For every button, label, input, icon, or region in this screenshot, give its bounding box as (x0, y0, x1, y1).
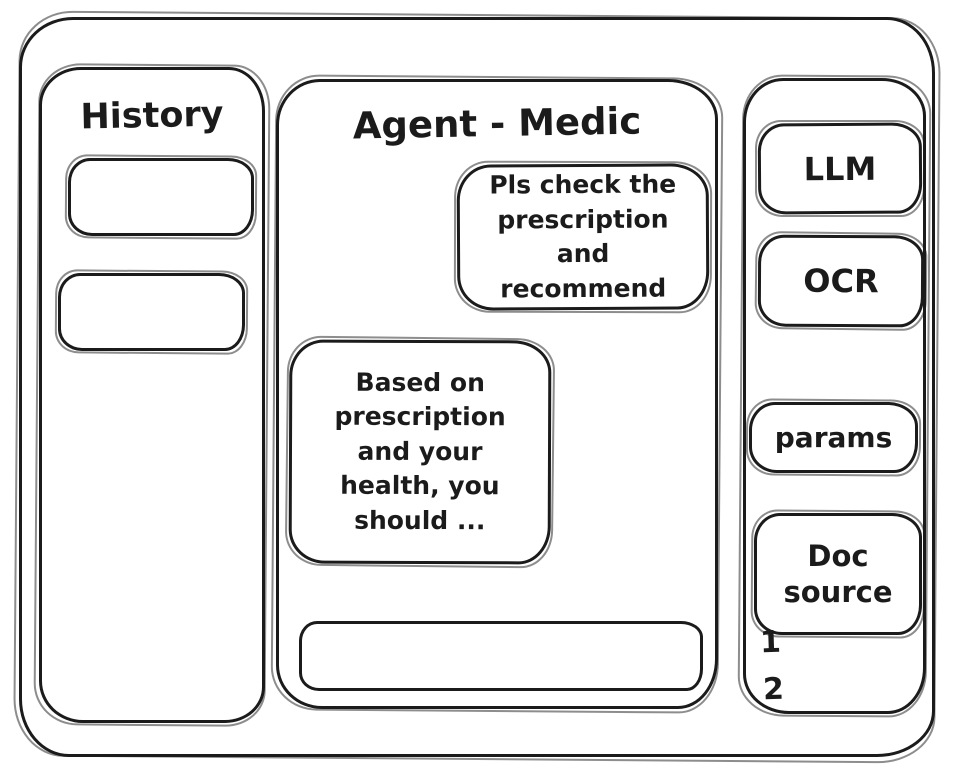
tools-sidebar: LLM OCR params Doc source 1 2 (743, 78, 926, 714)
doc-source-item-2[interactable]: 2 (762, 671, 785, 708)
doc-source-button[interactable]: Doc source (754, 513, 922, 635)
user-message-text: Pls check the prescription and recommend (489, 169, 677, 303)
doc-source-item-1[interactable]: 1 (759, 624, 782, 661)
chat-panel: Agent - Medic Pls check the prescription… (276, 79, 718, 709)
app-window-frame: History Agent - Medic Pls check the pres… (19, 17, 935, 757)
history-sidebar: History (39, 67, 265, 723)
assistant-message-text: Based on prescription and your health, y… (334, 367, 506, 535)
history-item-2[interactable] (58, 273, 245, 351)
history-item-1[interactable] (68, 158, 254, 236)
chat-input[interactable] (299, 621, 703, 691)
history-title: History (80, 94, 224, 138)
assistant-message-bubble: Based on prescription and your health, y… (288, 339, 552, 565)
llm-button[interactable]: LLM (757, 122, 923, 215)
user-message-bubble: Pls check the prescription and recommend (456, 163, 710, 311)
ocr-button[interactable]: OCR (757, 234, 925, 328)
chat-title: Agent - Medic (352, 99, 642, 148)
params-button[interactable]: params (749, 402, 918, 473)
